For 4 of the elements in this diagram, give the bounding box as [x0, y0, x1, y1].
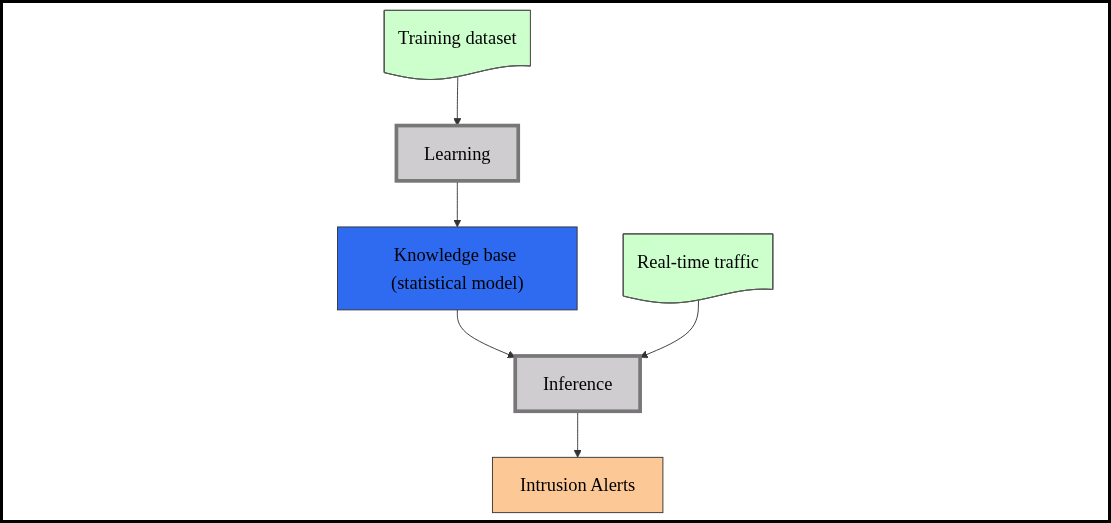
node-box: Learning — [394, 123, 521, 183]
node-box: Intrusion Alerts — [492, 456, 664, 514]
node-box: Knowledge base (statistical model) — [337, 226, 578, 311]
node-box: Inference — [513, 354, 643, 414]
